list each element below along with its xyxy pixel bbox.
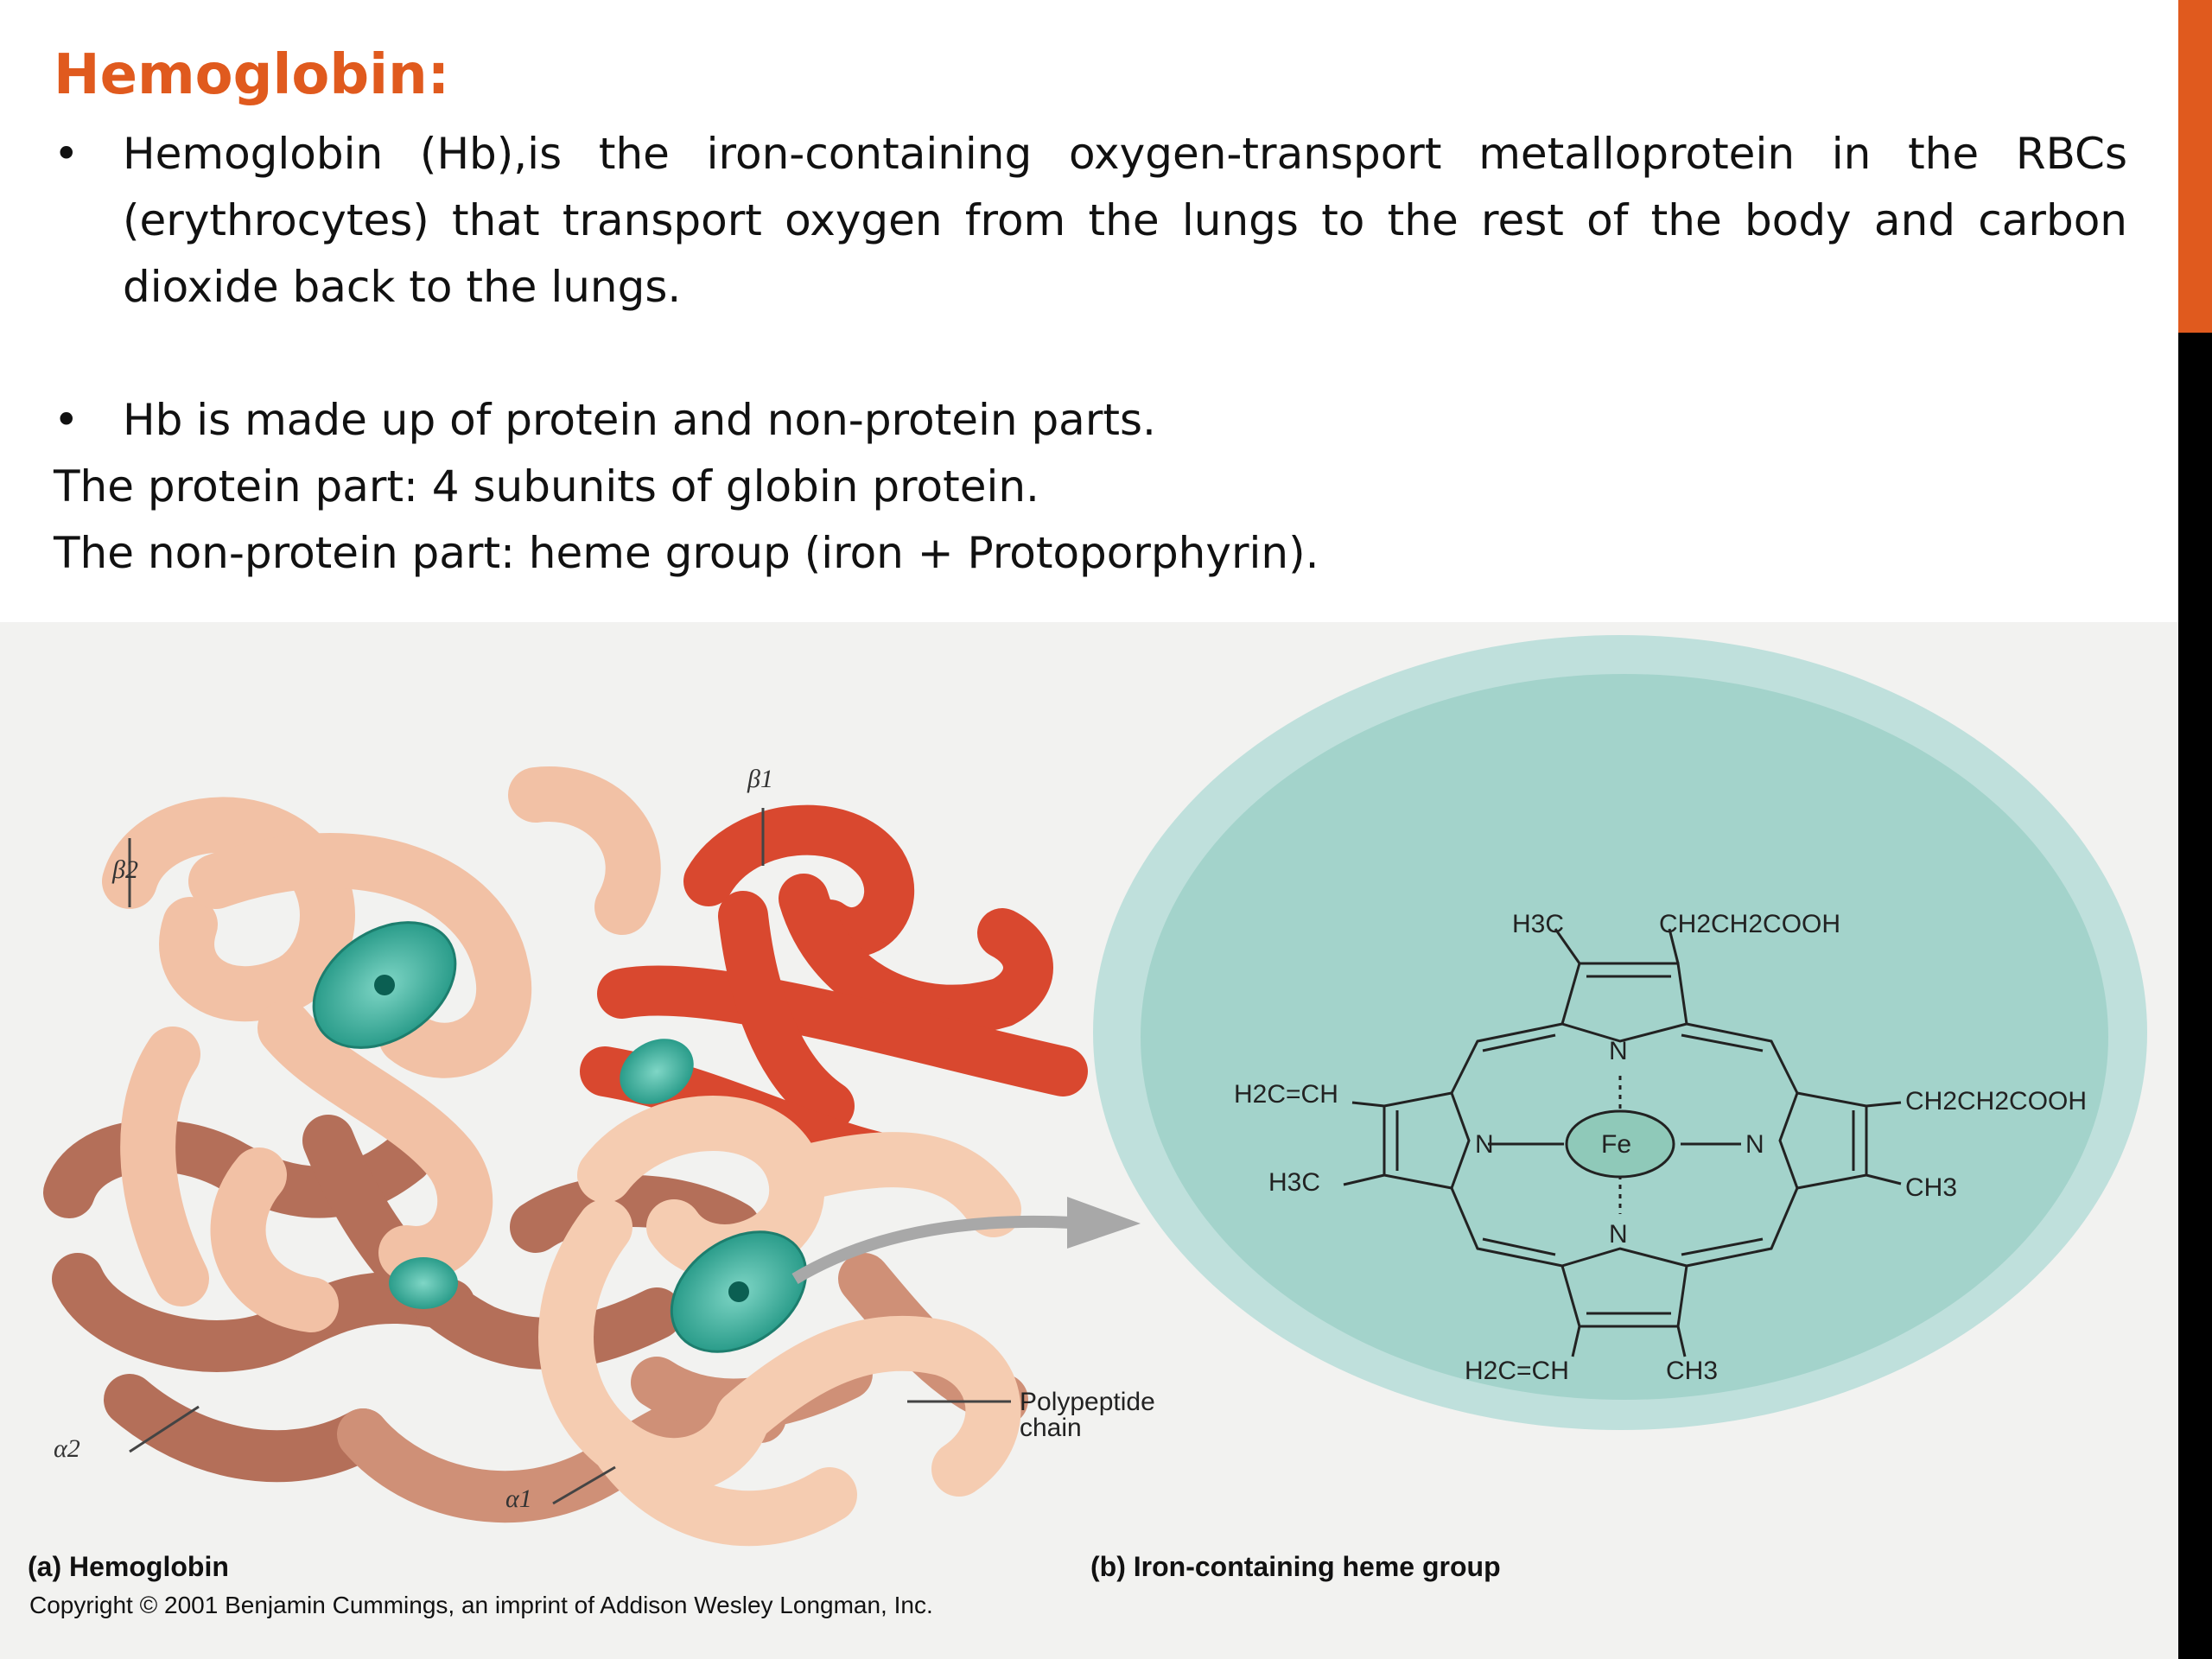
label-chain: chain xyxy=(1020,1414,1082,1442)
caption-a: (a) Hemoglobin xyxy=(28,1551,229,1582)
heme-bottom-right: CH3 xyxy=(1666,1357,1719,1385)
hemoglobin-figure: β1 β2 α2 α1 Polypeptide chain H3C CH2CH2… xyxy=(0,622,2178,1659)
caption-b: (b) Iron-containing heme group xyxy=(1090,1551,1501,1582)
bullet-item: • Hemoglobin (Hb),is the iron-containing… xyxy=(54,121,2127,321)
bullet-symbol: • xyxy=(54,129,79,179)
protein-part-line: The protein part: 4 subunits of globin p… xyxy=(54,461,1039,512)
bullet-text-definition: Hemoglobin (Hb),is the iron-containing o… xyxy=(123,129,2127,312)
heme-n-left: N xyxy=(1475,1130,1494,1159)
label-alpha2: α2 xyxy=(54,1434,80,1463)
heme-left-upper: H2C=CH xyxy=(1234,1080,1338,1109)
heme-fe: Fe xyxy=(1601,1130,1632,1159)
heme-right-lower: CH3 xyxy=(1905,1173,1958,1202)
accent-bar xyxy=(2178,0,2212,333)
bullet-symbol: • xyxy=(54,395,79,445)
heme-n-right: N xyxy=(1745,1130,1764,1159)
beta2-chain xyxy=(102,766,661,1332)
heme-n-bottom: N xyxy=(1609,1220,1628,1249)
leader-lines xyxy=(128,808,1011,1505)
heme-left-lower: H3C xyxy=(1268,1168,1321,1197)
hemoglobin-ribbon-structure xyxy=(43,766,1088,1547)
copyright-text: Copyright © 2001 Benjamin Cummings, an i… xyxy=(29,1592,933,1618)
bullet-text-composition: Hb is made up of protein and non-protein… xyxy=(123,395,1156,445)
fe-center xyxy=(1565,1109,1675,1179)
heme-n-top: N xyxy=(1609,1037,1628,1065)
side-bar-dark xyxy=(2178,333,2212,1659)
heme-right-upper: CH2CH2COOH xyxy=(1905,1087,2088,1116)
heme-discs xyxy=(312,921,808,1353)
porphyrin-ring xyxy=(1343,928,1902,1357)
heme-background xyxy=(1093,635,2147,1430)
non-protein-part-line: The non-protein part: heme group (iron +… xyxy=(54,528,1319,578)
label-beta1: β1 xyxy=(747,765,773,793)
label-polypeptide: Polypeptide xyxy=(1020,1388,1155,1416)
bullet-item: • Hb is made up of protein and non-prote… xyxy=(54,387,2127,454)
slide-title: Hemoglobin: xyxy=(54,43,450,107)
label-beta2: β2 xyxy=(112,855,138,884)
label-alpha1: α1 xyxy=(505,1484,532,1513)
heme-top-left: H3C xyxy=(1512,910,1565,938)
heme-top-right: CH2CH2COOH xyxy=(1659,910,1841,938)
heme-bottom-left: H2C=CH xyxy=(1465,1357,1569,1385)
zoom-arrow xyxy=(791,1197,1141,1285)
figure-drawing xyxy=(43,635,2147,1547)
slide-body: • Hemoglobin (Hb),is the iron-containing… xyxy=(54,121,2127,587)
